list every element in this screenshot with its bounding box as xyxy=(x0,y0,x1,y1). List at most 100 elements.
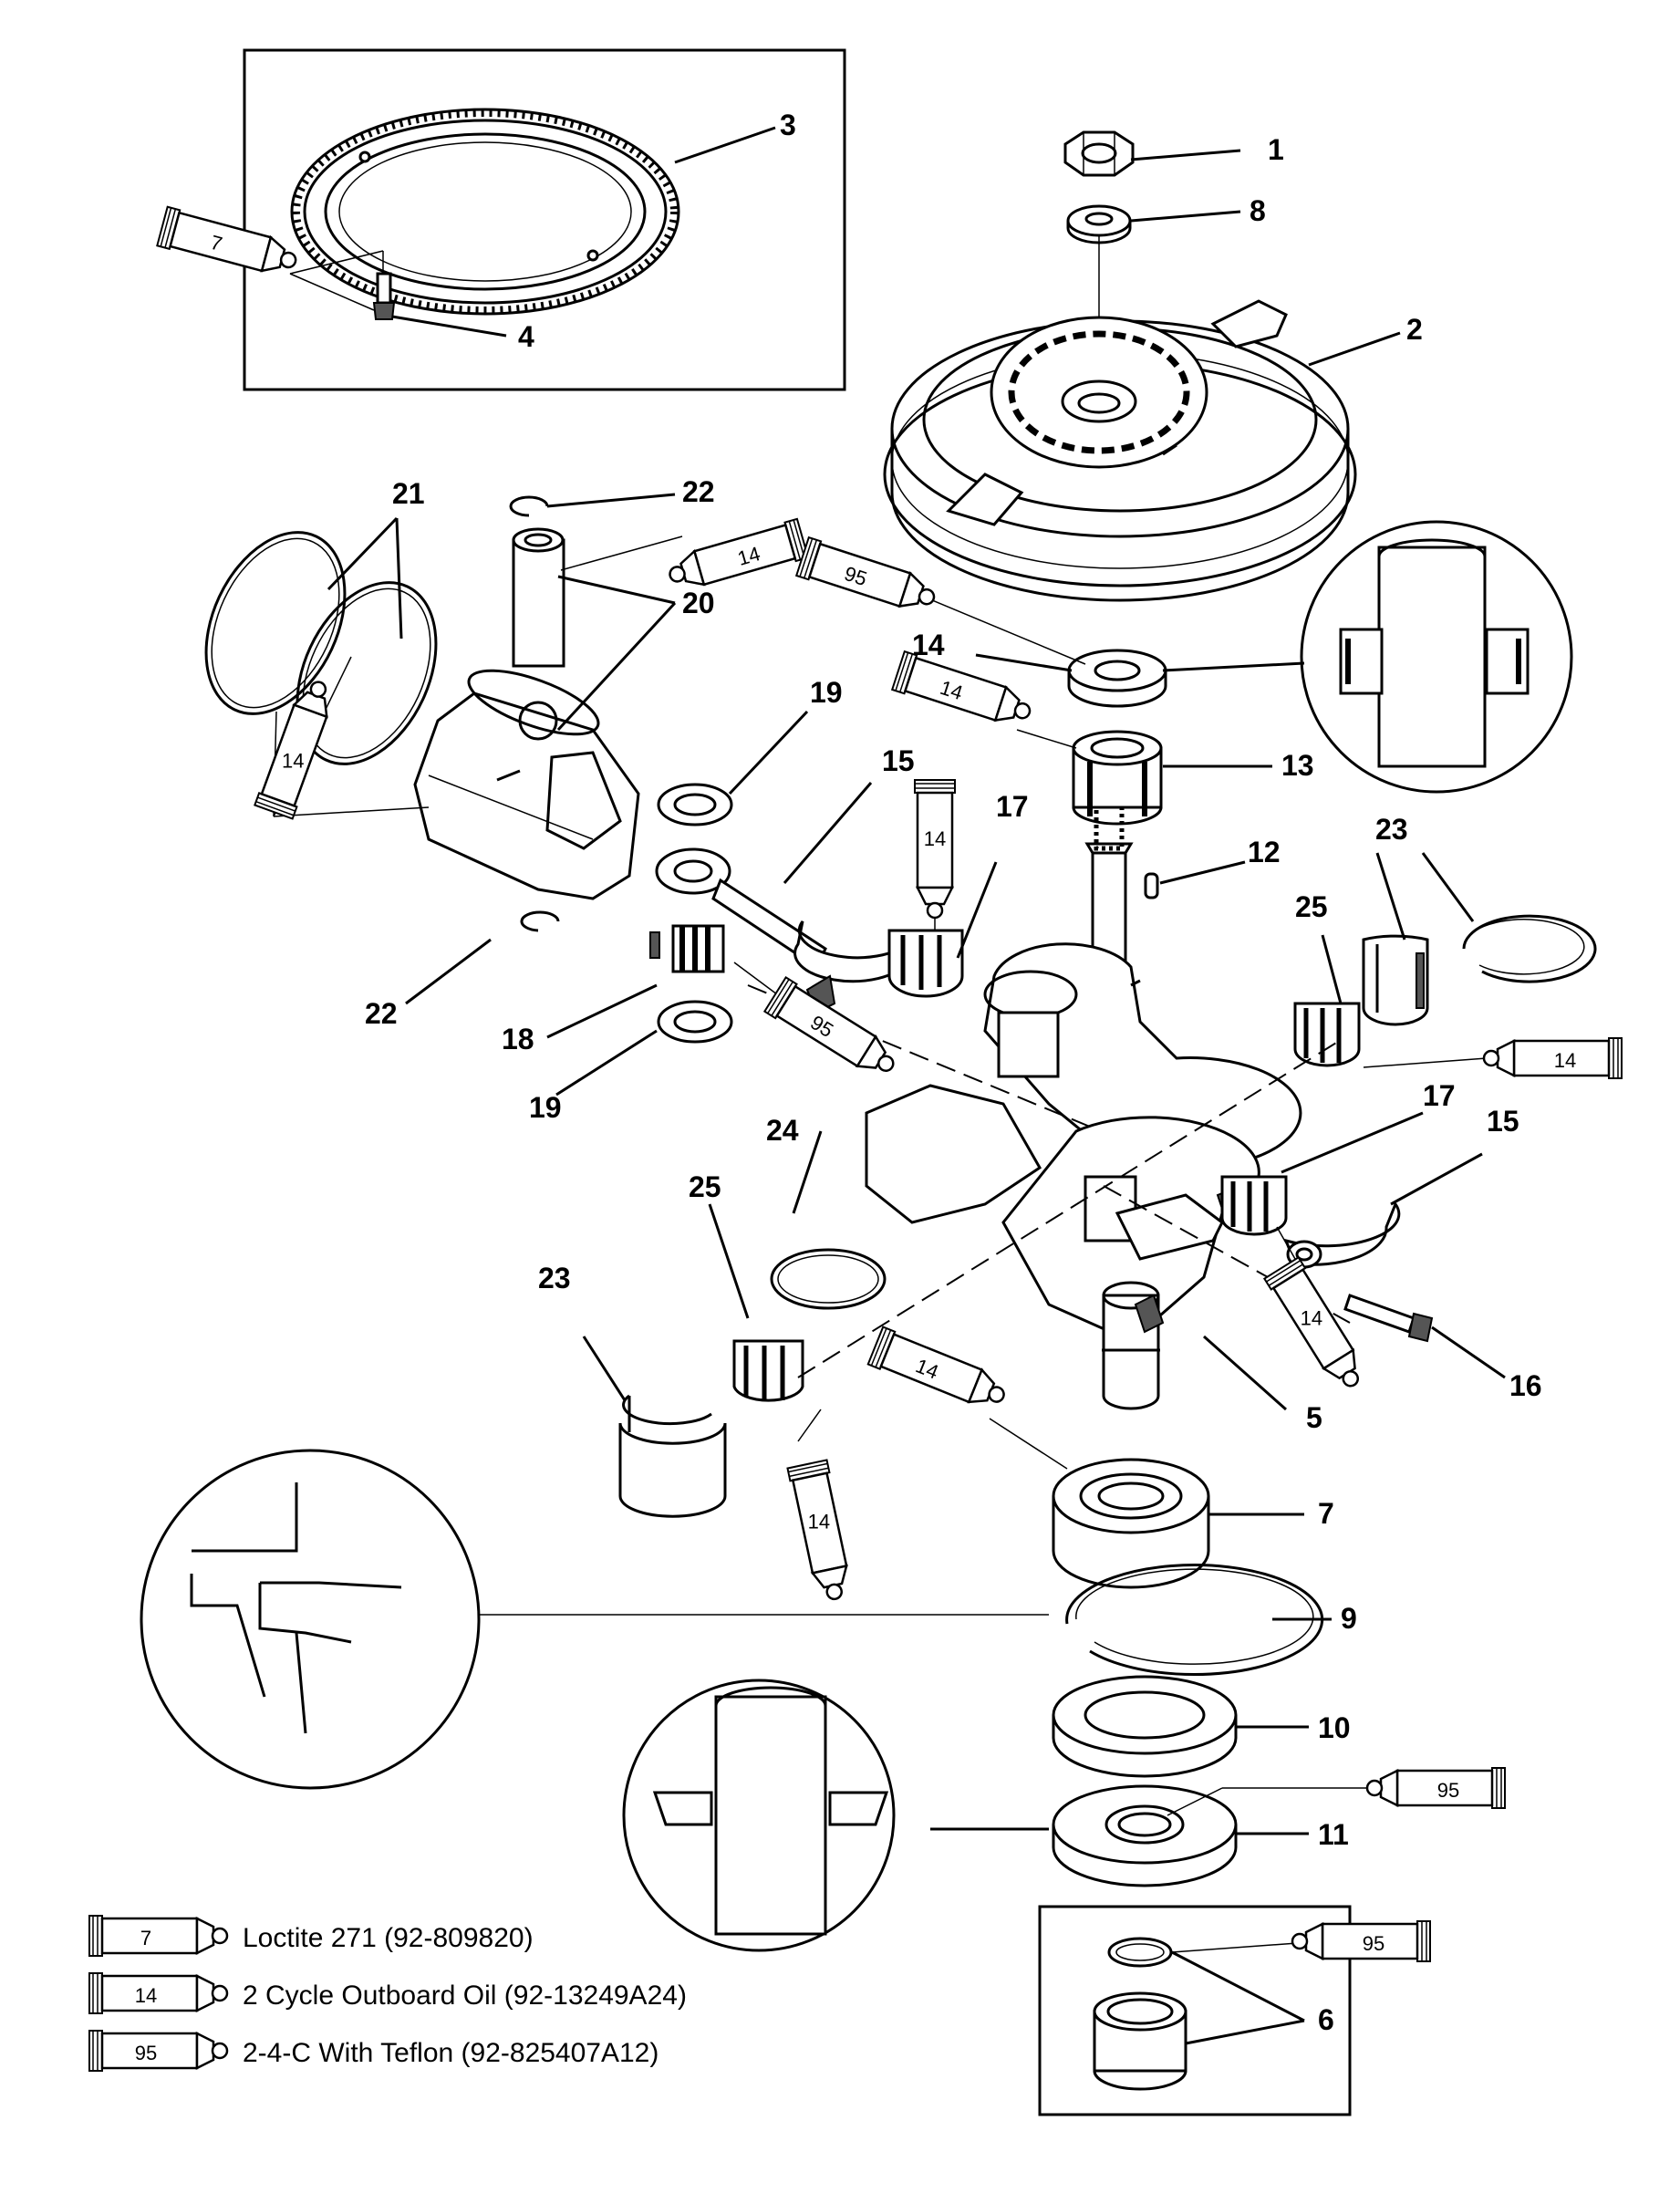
callout-9: 9 xyxy=(1341,1602,1357,1635)
pin-retainer-clip-top xyxy=(509,495,549,517)
needle-bearing-top-right xyxy=(1293,1002,1361,1067)
pin-retainer-clip-bottom xyxy=(520,910,560,932)
rod-bearing-cage-top xyxy=(887,929,964,998)
callout-numbers: 1 8 2 3 4 22 21 20 14 13 19 15 17 12 23 … xyxy=(365,109,1542,2036)
lube-tube-14-vertical: 14 xyxy=(913,778,957,920)
ring-groove-detail-circle xyxy=(140,1449,481,1790)
callout-16: 16 xyxy=(1509,1369,1542,1402)
bearing-race-top-right xyxy=(1362,934,1429,1026)
wrist-pin xyxy=(512,527,565,668)
callout-24: 24 xyxy=(766,1114,799,1147)
piston xyxy=(413,669,640,900)
svg-text:14: 14 xyxy=(924,827,946,850)
seal-detail-circle-upper xyxy=(1300,520,1573,794)
callout-22-bottom: 22 xyxy=(365,997,398,1030)
bushing-inset-frame xyxy=(1038,1905,1352,2116)
bearing-race-bottom-left xyxy=(618,1394,727,1518)
bushing-o-ring xyxy=(1107,1937,1173,1968)
svg-text:14: 14 xyxy=(808,1511,830,1533)
lube-tube-14-bearing: 14 xyxy=(890,650,1037,733)
callout-19-bottom: 19 xyxy=(529,1091,562,1124)
callout-14: 14 xyxy=(912,629,945,661)
seal-14 xyxy=(1067,649,1167,708)
lube-tube-95-rod: 95 xyxy=(763,976,904,1086)
lube-tube-14-right: 14 xyxy=(1482,1036,1623,1080)
svg-text:14: 14 xyxy=(282,750,304,773)
callout-3: 3 xyxy=(780,109,796,141)
callout-6: 6 xyxy=(1318,2003,1334,2036)
thrust-washer-10 xyxy=(1052,1675,1238,1778)
callout-15-left: 15 xyxy=(882,744,915,777)
retaining-ring-9 xyxy=(1065,1564,1324,1677)
callout-10: 10 xyxy=(1318,1711,1351,1744)
needle-bearing-13 xyxy=(1072,730,1163,826)
thrust-washer-top xyxy=(657,783,733,826)
callout-11: 11 xyxy=(1318,1818,1349,1851)
lube-tube-14-low: 14 xyxy=(786,1459,857,1605)
ball-bearing-7 xyxy=(1052,1458,1210,1589)
svg-text:14: 14 xyxy=(1301,1307,1322,1330)
leader-lines xyxy=(327,126,1506,2045)
flywheel-nut xyxy=(1063,130,1135,177)
lube-tube-14-mid: 14 xyxy=(866,1326,1012,1418)
retaining-ring-top-right xyxy=(1462,914,1597,983)
needle-bearing-mid-right xyxy=(1220,1175,1288,1236)
svg-text:Loctite 271 (92-809820): Loctite 271 (92-809820) xyxy=(243,1923,534,1953)
bushing xyxy=(1093,1991,1187,2091)
callout-17-top: 17 xyxy=(996,790,1029,823)
ring-gear-screw xyxy=(372,272,396,320)
assembly-line-bearing xyxy=(797,1039,1342,1378)
crankshaft-key xyxy=(1144,872,1159,899)
seal-detail-circle-lower xyxy=(622,1679,896,1952)
callout-7: 7 xyxy=(1318,1497,1334,1530)
oil-seal-11 xyxy=(1052,1784,1238,1887)
thrust-washer-bottom xyxy=(657,1000,733,1044)
lube-tube-95-seal: 95 xyxy=(1365,1766,1507,1810)
callout-17-right: 17 xyxy=(1423,1079,1456,1112)
needle-bearing-bottom-left xyxy=(732,1339,804,1402)
callout-5: 5 xyxy=(1306,1401,1322,1434)
lubricant-legend: 7 Loctite 271 (92-809820) 14 2 Cycle Out… xyxy=(88,1914,687,2073)
rod-cap-screw xyxy=(1343,1294,1434,1343)
callout-12: 12 xyxy=(1248,836,1281,868)
svg-text:7: 7 xyxy=(140,1927,151,1949)
callout-25-left: 25 xyxy=(689,1170,721,1203)
svg-text:14: 14 xyxy=(135,1984,157,2007)
svg-text:95: 95 xyxy=(135,2042,157,2064)
callout-19-top: 19 xyxy=(810,676,843,709)
callout-15-right: 15 xyxy=(1487,1105,1519,1138)
flywheel xyxy=(883,299,1357,602)
svg-text:2-4-C With Teflon (92-825407A: 2-4-C With Teflon (92-825407A12) xyxy=(243,2038,659,2068)
svg-text:2 Cycle Outboard Oil (92-13249: 2 Cycle Outboard Oil (92-13249A24) xyxy=(243,1980,687,2011)
lube-tube-95-bushing: 95 xyxy=(1291,1919,1432,1963)
rod-cap-right xyxy=(1283,1201,1401,1269)
callout-23-left: 23 xyxy=(538,1262,571,1294)
ring-gear xyxy=(290,108,680,316)
flywheel-washer xyxy=(1066,204,1132,244)
legend-row-7: 7 Loctite 271 (92-809820) xyxy=(88,1914,534,1958)
callout-8: 8 xyxy=(1250,194,1266,227)
callout-25-right: 25 xyxy=(1295,890,1328,923)
piston-rings xyxy=(204,531,438,765)
callout-23-right: 23 xyxy=(1375,813,1408,846)
retaining-ring-24 xyxy=(770,1248,887,1310)
legend-row-14: 14 2 Cycle Outboard Oil (92-13249A24) xyxy=(88,1971,687,2015)
callout-22-top: 22 xyxy=(682,475,715,508)
callout-21: 21 xyxy=(392,477,425,510)
legend-row-95: 95 2-4-C With Teflon (92-825407A12) xyxy=(88,2029,659,2073)
callout-18: 18 xyxy=(502,1023,534,1055)
crankshaft xyxy=(865,800,1302,1410)
callout-13: 13 xyxy=(1281,749,1314,782)
svg-text:95: 95 xyxy=(1437,1779,1459,1802)
piston-pin-bearing xyxy=(649,924,725,973)
svg-text:14: 14 xyxy=(1554,1049,1576,1072)
lube-tube-7-ring-gear: 7 xyxy=(156,205,302,283)
lube-tube-95-top: 95 xyxy=(794,535,941,619)
svg-text:95: 95 xyxy=(1363,1932,1384,1955)
callout-20: 20 xyxy=(682,587,715,619)
callout-2: 2 xyxy=(1406,313,1423,346)
lube-tube-14-piston: 14 xyxy=(254,674,341,820)
ring-gear-inset-frame xyxy=(243,48,846,391)
